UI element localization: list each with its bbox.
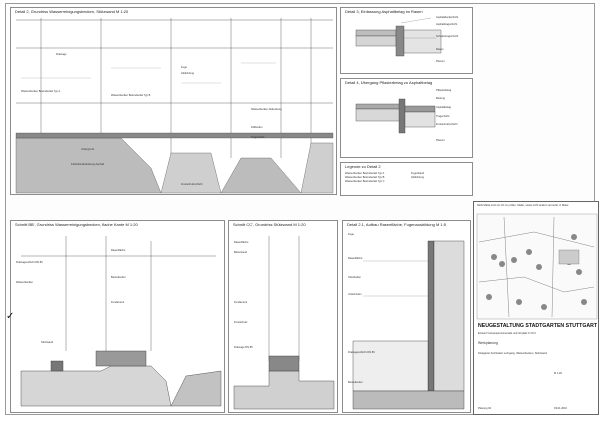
callout: Rasenfläche <box>234 241 249 244</box>
project-title: NEUGESTALTUNG STADTGARTEN STUTTGART <box>478 323 598 329</box>
callout: Bettung <box>436 97 445 100</box>
section-drawing <box>355 17 442 57</box>
callout: Rasen <box>436 48 444 51</box>
legend-item: Wasserbecken Betondeckel Typ A <box>345 172 385 175</box>
section-drawing <box>233 236 335 410</box>
legend-item: Wasserbecken Betondeckel Typ C <box>345 180 385 183</box>
panel-title: Detail 3, Einfassung Asphaltbelag im Ras… <box>345 9 423 14</box>
panel-title: Schnitt BB', Grundriss Wasserreinigungsb… <box>15 222 138 227</box>
callout: Fahrbahnabdeckung Asphalt <box>71 163 105 166</box>
callout: Drainageschicht DN 80 <box>348 351 375 354</box>
callout: Asphaltbelag <box>436 106 451 109</box>
callout: Frostschutzschicht <box>436 123 458 126</box>
date: 03.01.2016 <box>554 407 567 410</box>
map-note: Nicht Maße sind vor Ort zu prüfen. Maße,… <box>477 204 570 207</box>
callout: Wasserbecken Betondeckel Typ B <box>111 94 151 97</box>
legend-item: Wasserbecken Betondeckel Typ B <box>345 176 385 179</box>
panel-title: Legende zu Detail 2 <box>345 164 381 169</box>
panel-title: Detail 2.1, Aufbau Rasenfläche, Fugenaus… <box>347 222 446 227</box>
callout: Asphalttragschicht <box>436 23 458 26</box>
panel-detail-2-1: Detail 2.1, Aufbau Rasenfläche, Fugenaus… <box>342 220 471 413</box>
callout: Betonwand <box>234 251 247 254</box>
callout: Drainage DN 80 <box>234 346 253 349</box>
callout: Wasserbecken Betondeckel Typ A <box>21 90 61 93</box>
callout: Untergrund <box>81 148 94 151</box>
callout: Rasenfläche <box>111 249 126 252</box>
panel-title: Detail 4, Übergang Pflasterbelag zu Asph… <box>345 80 433 85</box>
callout: Drainageschicht DN 80 <box>16 261 43 264</box>
callout: Rasenfläche <box>348 257 363 260</box>
section-drawing <box>20 236 222 407</box>
legend-item: Fugenband <box>411 172 425 175</box>
callout: Wasserbecken <box>16 281 34 284</box>
callout: Fuge <box>348 233 354 236</box>
callout: Frostschutzschicht <box>181 183 203 186</box>
panel-title: Schnitt CC', Grundriss Stützwand M 1:20 <box>233 222 306 227</box>
panel-section-cc: Schnitt CC', Grundriss Stützwand M 1:20 … <box>228 220 338 413</box>
callout: Oberboden <box>348 276 361 279</box>
phase: Werkplanung <box>478 341 498 345</box>
callout: Fundament <box>111 301 125 304</box>
panel-title: Detail 2, Grundriss Wasserreinigungsbeck… <box>15 9 129 14</box>
project-subtitle: Entwurf Campusprominenade und Vorplatz K… <box>478 332 536 335</box>
title-block: Nicht Maße sind vor Ort zu prüfen. Maße,… <box>473 201 599 415</box>
scale: M 1:20 <box>554 372 562 375</box>
callout: Fundament <box>234 301 248 304</box>
panel-detail-2: Detail 2, Grundriss Wasserreinigungsbeck… <box>10 7 337 195</box>
panel-section-bb: Schnitt BB', Grundriss Wasserreinigungsb… <box>10 220 225 413</box>
section-drawing <box>15 18 334 194</box>
drawing-sheet: Detail 2, Grundriss Wasserreinigungsbeck… <box>5 3 599 415</box>
callout: Pflasterbelag <box>436 89 452 92</box>
content: Stuttgarter Architektur Lehrgang, Wasser… <box>478 352 547 355</box>
callout: Planum <box>436 60 445 63</box>
section-drawing <box>352 240 465 410</box>
callout: Tragschicht <box>251 136 265 139</box>
callout: Betondeckel <box>111 276 126 279</box>
callout: Frostschutz <box>234 321 248 324</box>
callout: Schottertragschicht <box>436 35 459 38</box>
section-drawing <box>355 98 436 134</box>
legend-item: Abdichtung <box>411 176 424 179</box>
panel-detail-3: Detail 3, Einfassung Asphaltbelag im Ras… <box>340 7 473 74</box>
callout: Füllboden <box>251 126 263 129</box>
plan-number: Planung 02 <box>478 407 492 410</box>
callout: Unterboden <box>348 293 362 296</box>
callout: Asphaltdeckschicht <box>436 16 459 19</box>
callout: Abdichtung <box>181 72 194 75</box>
callout: Stützwand <box>41 341 54 344</box>
checkmark-icon: ✓ <box>6 311 15 322</box>
callout: Fuge <box>181 66 187 69</box>
panel-legend: Legende zu Detail 2 Wasserbecken Betonde… <box>340 162 473 196</box>
callout: Wasserbecken Abdeckung <box>251 108 282 111</box>
callout: Betondeckel <box>348 381 363 384</box>
panel-detail-4: Detail 4, Übergang Pflasterbelag zu Asph… <box>340 78 473 158</box>
callout: Planum <box>436 139 445 142</box>
callout: Drainage <box>56 53 67 56</box>
callout: Tragschicht <box>436 115 450 118</box>
site-plan-map <box>476 213 598 320</box>
